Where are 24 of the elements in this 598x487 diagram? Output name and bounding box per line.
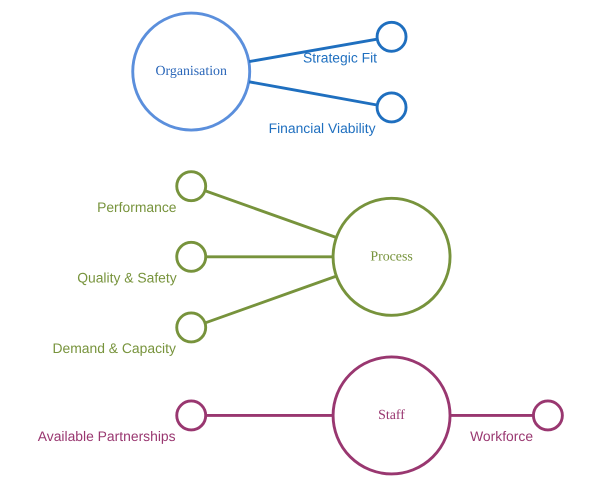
node-circle: Organisation — [130, 12, 251, 132]
node-circle: Process — [331, 196, 451, 317]
node-circle: Staff — [331, 356, 451, 476]
node-label: Quality & Safety — [76, 269, 176, 286]
node-label: Performance — [96, 198, 176, 215]
node-label: Demand & Capacity — [52, 340, 176, 356]
connector — [206, 255, 332, 258]
node-label: Workforce — [470, 428, 533, 444]
node-circle — [174, 170, 207, 202]
node-circle — [375, 92, 407, 124]
node-circle — [174, 400, 207, 432]
node-label: Financial Viability — [268, 120, 376, 136]
connector — [248, 38, 377, 63]
node-circle — [174, 240, 207, 273]
node-label: Available Partnerships — [37, 428, 176, 444]
node-circle — [531, 400, 564, 432]
connector — [248, 80, 377, 106]
node-circle — [375, 20, 407, 53]
connector — [206, 414, 332, 417]
connector — [450, 414, 533, 417]
connector — [204, 274, 336, 324]
node-label: Strategic Fit — [302, 49, 377, 66]
node-circle — [174, 312, 207, 344]
connector — [204, 189, 336, 239]
